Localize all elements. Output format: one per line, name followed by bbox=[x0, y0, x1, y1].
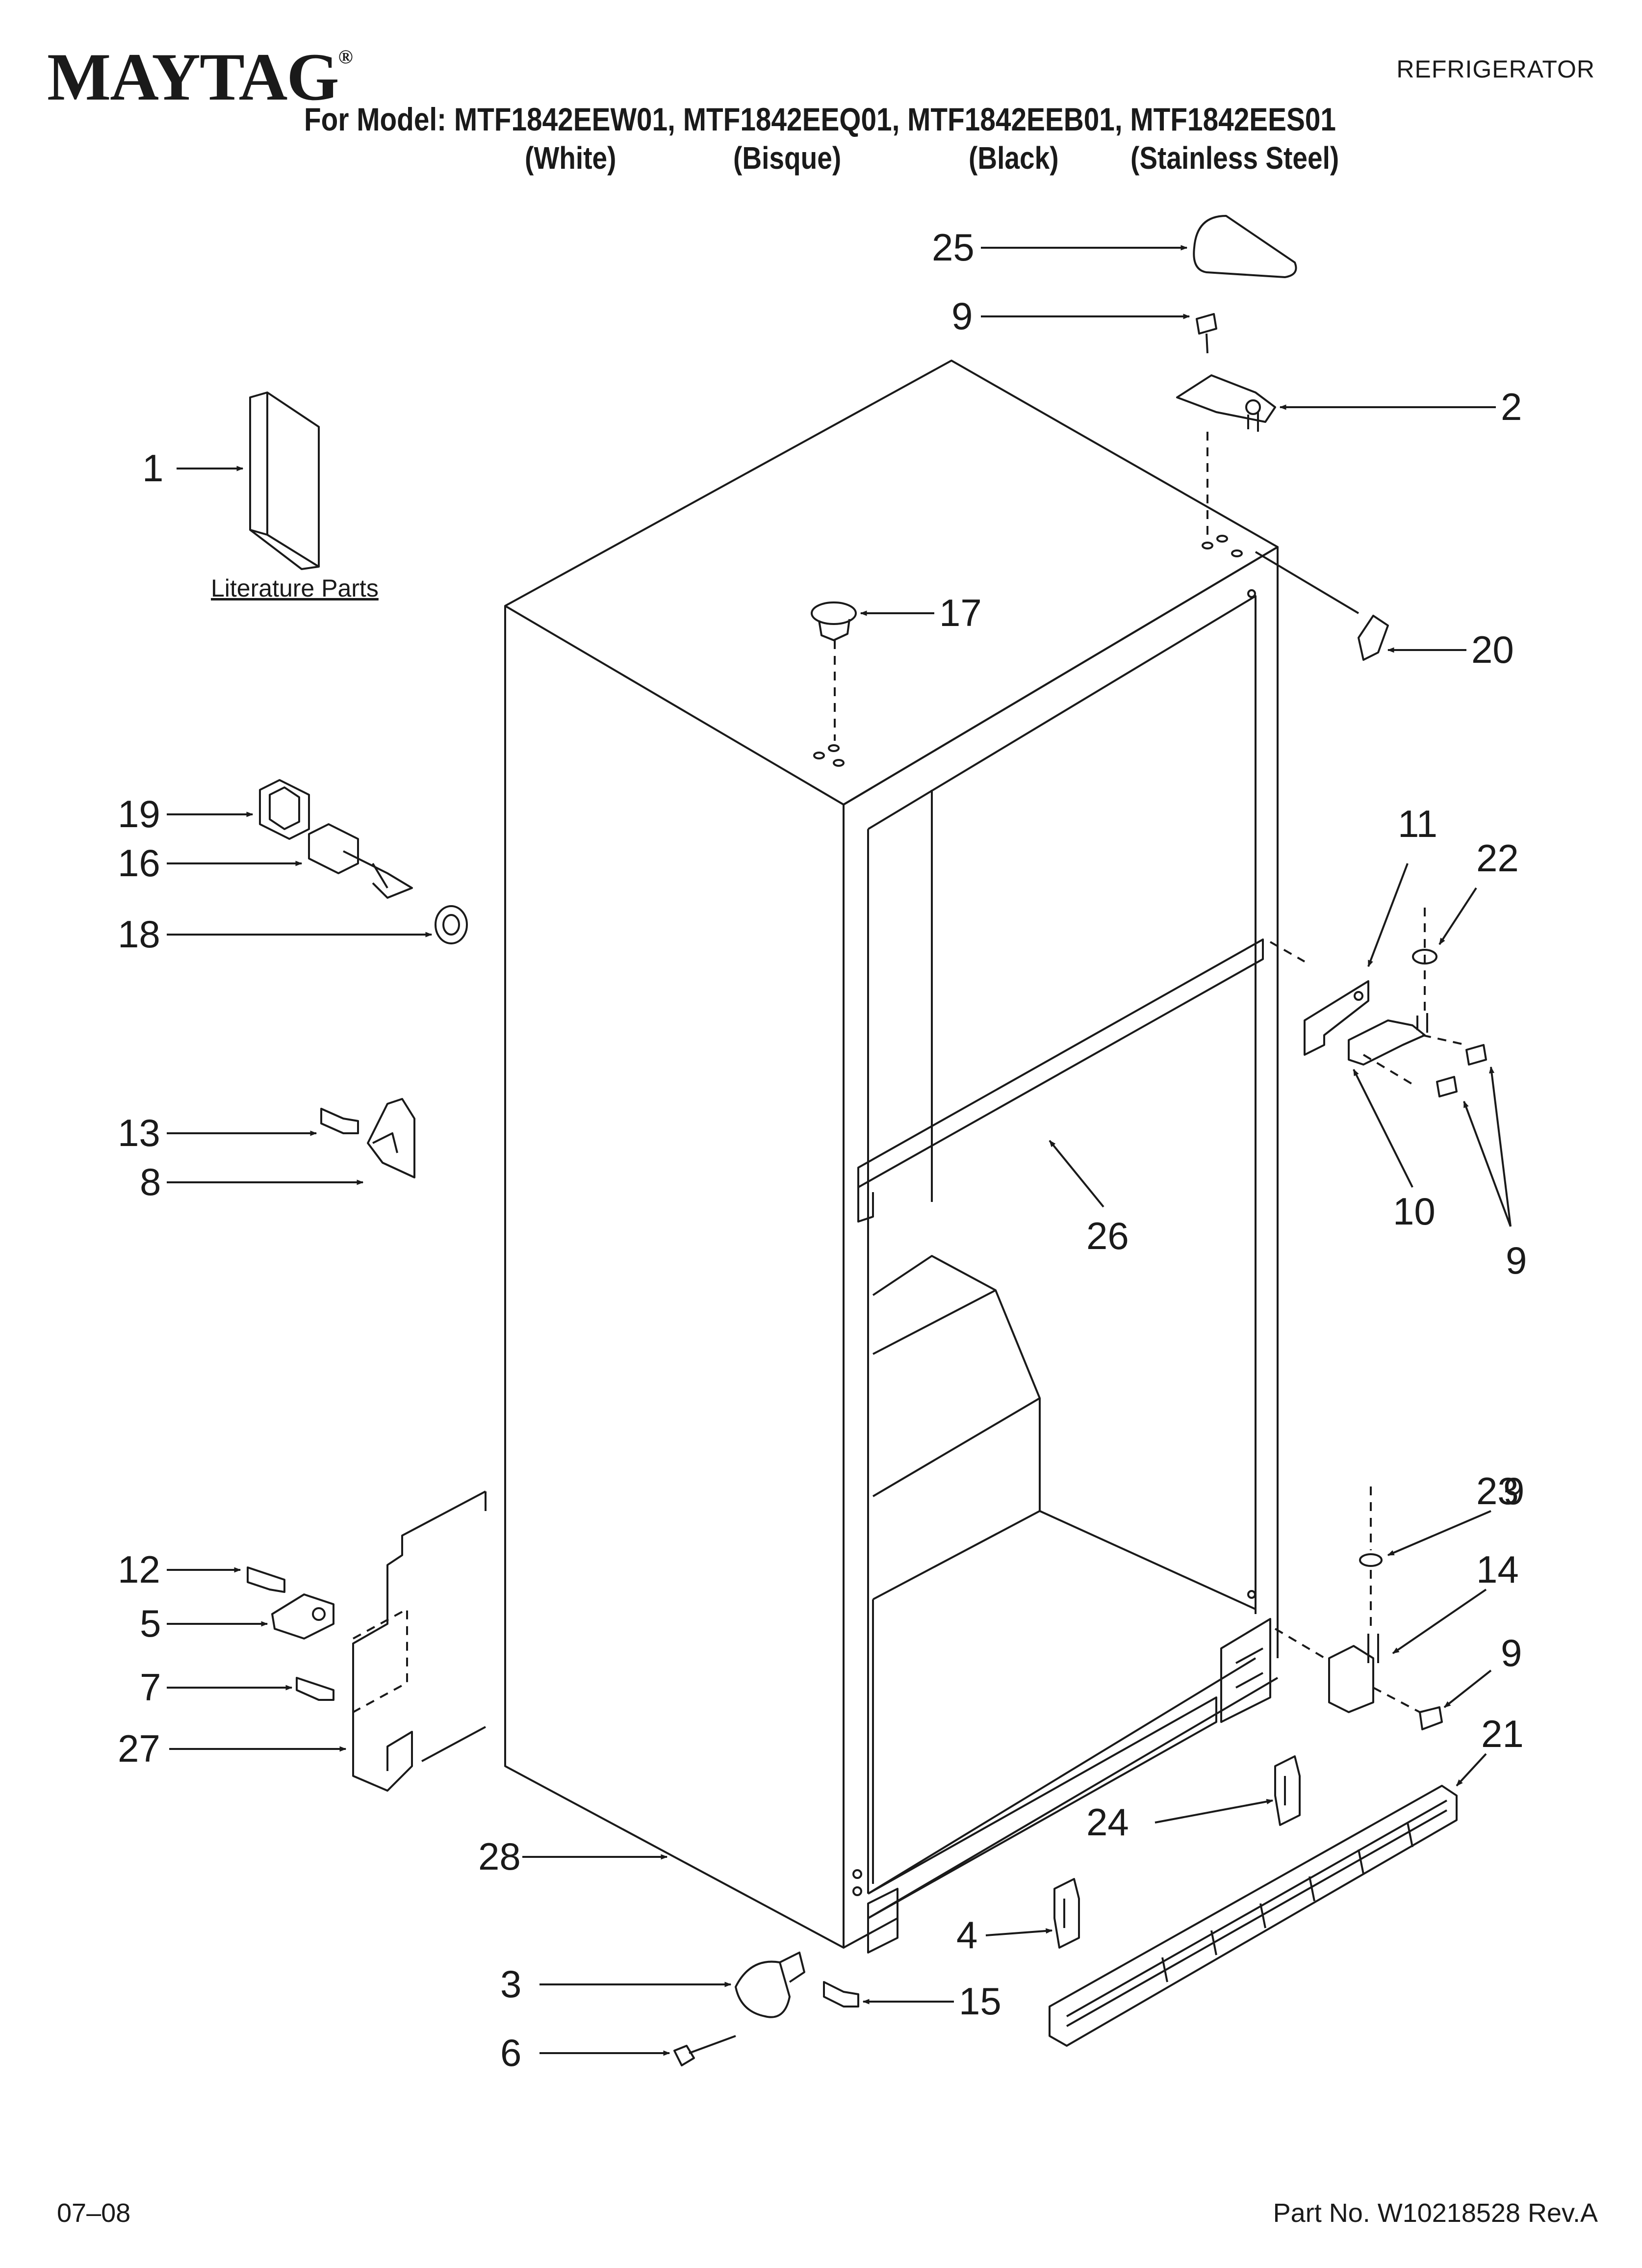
callout-16: 16 bbox=[118, 841, 160, 885]
callout-22: 22 bbox=[1476, 836, 1519, 880]
screw-13 bbox=[320, 1108, 359, 1134]
top-hinge bbox=[1176, 374, 1276, 423]
callout-11: 11 bbox=[1398, 802, 1437, 845]
callout-9-lower: 9 bbox=[1503, 1469, 1525, 1512]
callout-15: 15 bbox=[959, 1980, 1001, 2023]
callout-5: 5 bbox=[140, 1602, 161, 1645]
callout-20: 20 bbox=[1471, 628, 1514, 671]
callout-3: 3 bbox=[500, 1962, 522, 2006]
callout-19: 19 bbox=[118, 792, 160, 835]
screw-top bbox=[1196, 313, 1217, 354]
washer-23 bbox=[1359, 1553, 1383, 1567]
screw-9d bbox=[1419, 1706, 1443, 1730]
divider-rail bbox=[857, 938, 1264, 1188]
clip-4 bbox=[1053, 1878, 1080, 1949]
pin-6 bbox=[673, 2035, 736, 2066]
callout-8: 8 bbox=[140, 1160, 161, 1203]
callout-18: 18 bbox=[118, 912, 160, 956]
literature-parts-label: Literature Parts bbox=[211, 574, 379, 602]
color-white: (White) bbox=[525, 140, 616, 176]
hinge-10 bbox=[1348, 1019, 1426, 1066]
callout-26: 26 bbox=[1086, 1214, 1129, 1257]
screw-12 bbox=[247, 1566, 285, 1593]
callout-28: 28 bbox=[478, 1835, 521, 1878]
callout-14: 14 bbox=[1476, 1548, 1519, 1591]
color-stainless: (Stainless Steel) bbox=[1130, 140, 1339, 176]
clip-8 bbox=[367, 1098, 415, 1178]
clip-24 bbox=[1274, 1755, 1301, 1826]
callout-24: 24 bbox=[1086, 1800, 1129, 1844]
bracket-27 bbox=[352, 1490, 486, 1792]
callout-4: 4 bbox=[956, 1913, 978, 1956]
plug bbox=[811, 601, 857, 741]
document-type: REFRIGERATOR bbox=[1396, 55, 1595, 83]
callout-9-bottom: 9 bbox=[1501, 1631, 1522, 1674]
color-black: (Black) bbox=[969, 140, 1059, 176]
screw-15 bbox=[823, 1981, 859, 2007]
top-hinge-cover bbox=[1193, 215, 1297, 278]
maytag-logo: MAYTAG® bbox=[47, 39, 353, 114]
callout-12: 12 bbox=[118, 1548, 160, 1591]
callout-13: 13 bbox=[118, 1111, 160, 1154]
callout-25: 25 bbox=[932, 226, 975, 269]
screw-9b bbox=[1436, 1076, 1458, 1097]
hinge-cap bbox=[1358, 615, 1389, 661]
callout-2: 2 bbox=[1501, 385, 1522, 428]
callout-27: 27 bbox=[118, 1727, 160, 1770]
callout-21: 21 bbox=[1481, 1712, 1524, 1755]
hinge-11 bbox=[1304, 980, 1369, 1056]
refrigerator-cabinet bbox=[504, 360, 1279, 1954]
part-number: Part No. W10218528 Rev.A bbox=[1273, 2198, 1598, 2228]
callout-1: 1 bbox=[142, 446, 164, 490]
screw-7 bbox=[296, 1677, 334, 1701]
base-grille bbox=[1049, 1785, 1458, 2047]
literature-book bbox=[249, 391, 320, 570]
color-bisque: (Bisque) bbox=[733, 140, 842, 176]
handle-pin bbox=[308, 823, 413, 899]
hinge-14 bbox=[1328, 1645, 1374, 1713]
callout-9-right: 9 bbox=[1506, 1239, 1527, 1282]
date-code: 07–08 bbox=[57, 2198, 131, 2228]
callout-7: 7 bbox=[140, 1666, 161, 1709]
model-list: For Model: MTF1842EEW01, MTF1842EEQ01, M… bbox=[304, 101, 1336, 137]
gasket bbox=[259, 779, 310, 840]
callout-23: 23 bbox=[1476, 1469, 1519, 1512]
callout-10: 10 bbox=[1393, 1190, 1436, 1233]
screw-9c bbox=[1465, 1044, 1487, 1066]
clamp-5 bbox=[271, 1593, 334, 1640]
leveler-3 bbox=[735, 1960, 791, 2018]
callout-6: 6 bbox=[500, 2031, 522, 2074]
bushing bbox=[435, 905, 468, 944]
callout-9-top: 9 bbox=[951, 294, 973, 338]
callout-17: 17 bbox=[939, 591, 982, 634]
